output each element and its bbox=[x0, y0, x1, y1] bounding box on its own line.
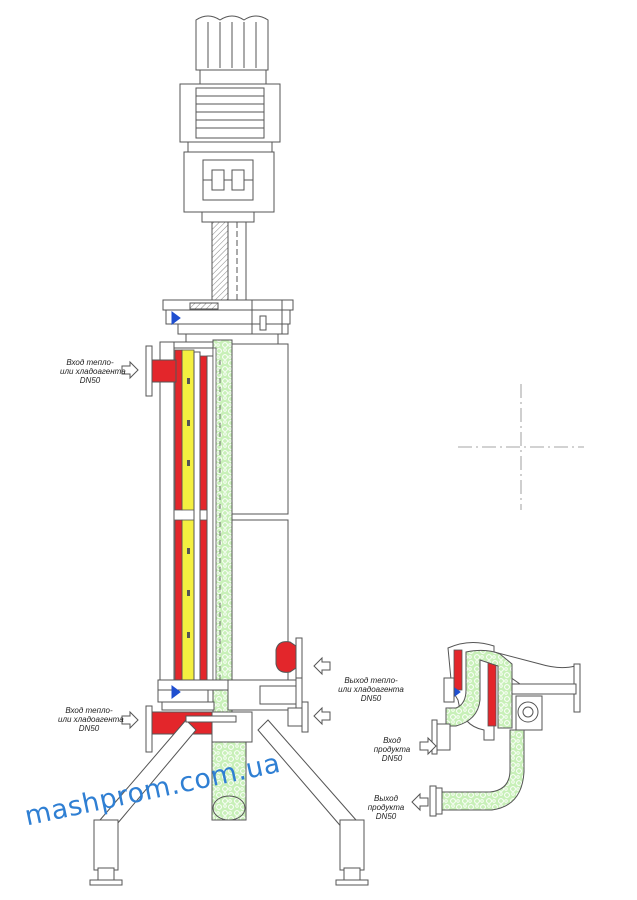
label-product-inlet-line1: Вход bbox=[383, 736, 401, 745]
top-flange bbox=[162, 299, 294, 345]
detail-product-upper bbox=[445, 649, 513, 729]
label-product-outlet-line3: DN50 bbox=[375, 812, 397, 821]
top-inlet-nozzle bbox=[145, 345, 177, 397]
label-inlet-bottom-line1: Вход тепло- bbox=[65, 706, 113, 715]
outer-shell bbox=[227, 343, 289, 681]
drive-shaft-lantern bbox=[211, 221, 247, 303]
label-outlet-right-line1: Выход тепло- bbox=[344, 676, 398, 685]
bottom-flange bbox=[157, 675, 303, 715]
detail-red-channel-1 bbox=[453, 649, 463, 691]
coupling-housing bbox=[183, 141, 275, 223]
label-inlet-top: Вход тепло- или хладоагента DN50 bbox=[60, 358, 126, 385]
label-product-outlet-line1: Выход bbox=[373, 794, 398, 803]
label-product-inlet-line2: продукта bbox=[373, 745, 411, 754]
bolt-symbol-bottom bbox=[171, 685, 181, 699]
inlet-arrows bbox=[121, 360, 139, 730]
jacket-wall bbox=[159, 341, 229, 683]
bolt-symbol-top bbox=[171, 311, 181, 325]
channel-spacers bbox=[187, 378, 190, 638]
motor-body bbox=[179, 83, 281, 143]
outlet-arrows bbox=[313, 656, 331, 726]
label-outlet-right-line2: или хладоагента bbox=[338, 685, 404, 694]
insulation-layer bbox=[181, 349, 195, 681]
detail-product-lower bbox=[441, 729, 525, 811]
support-legs bbox=[89, 715, 369, 886]
label-inlet-bottom-line3: DN50 bbox=[78, 724, 100, 733]
detail-view bbox=[411, 642, 581, 817]
right-outlet-nozzle bbox=[275, 637, 303, 679]
label-product-outlet-line2: продукта bbox=[367, 803, 405, 812]
label-inlet-top-line3: DN50 bbox=[79, 376, 101, 385]
label-inlet-bottom-line2: или хладоагента bbox=[58, 715, 124, 724]
label-outlet-right: Выход тепло- или хладоагента DN50 bbox=[338, 676, 404, 703]
label-product-inlet-line3: DN50 bbox=[381, 754, 403, 763]
label-product-outlet: Выход продукта DN50 bbox=[366, 794, 406, 821]
motor-fan-cover bbox=[195, 15, 269, 85]
centerline-cross bbox=[458, 384, 584, 510]
detail-red-channel-2 bbox=[487, 655, 497, 727]
label-inlet-top-line2: или хладоагента bbox=[60, 367, 126, 376]
product-outlet-flange bbox=[287, 701, 309, 733]
label-inlet-top-line1: Вход тепло- bbox=[66, 358, 114, 367]
label-outlet-right-line3: DN50 bbox=[360, 694, 382, 703]
label-product-inlet: Вход продукта DN50 bbox=[372, 736, 412, 763]
label-inlet-bottom: Вход тепло- или хладоагента DN50 bbox=[58, 706, 124, 733]
